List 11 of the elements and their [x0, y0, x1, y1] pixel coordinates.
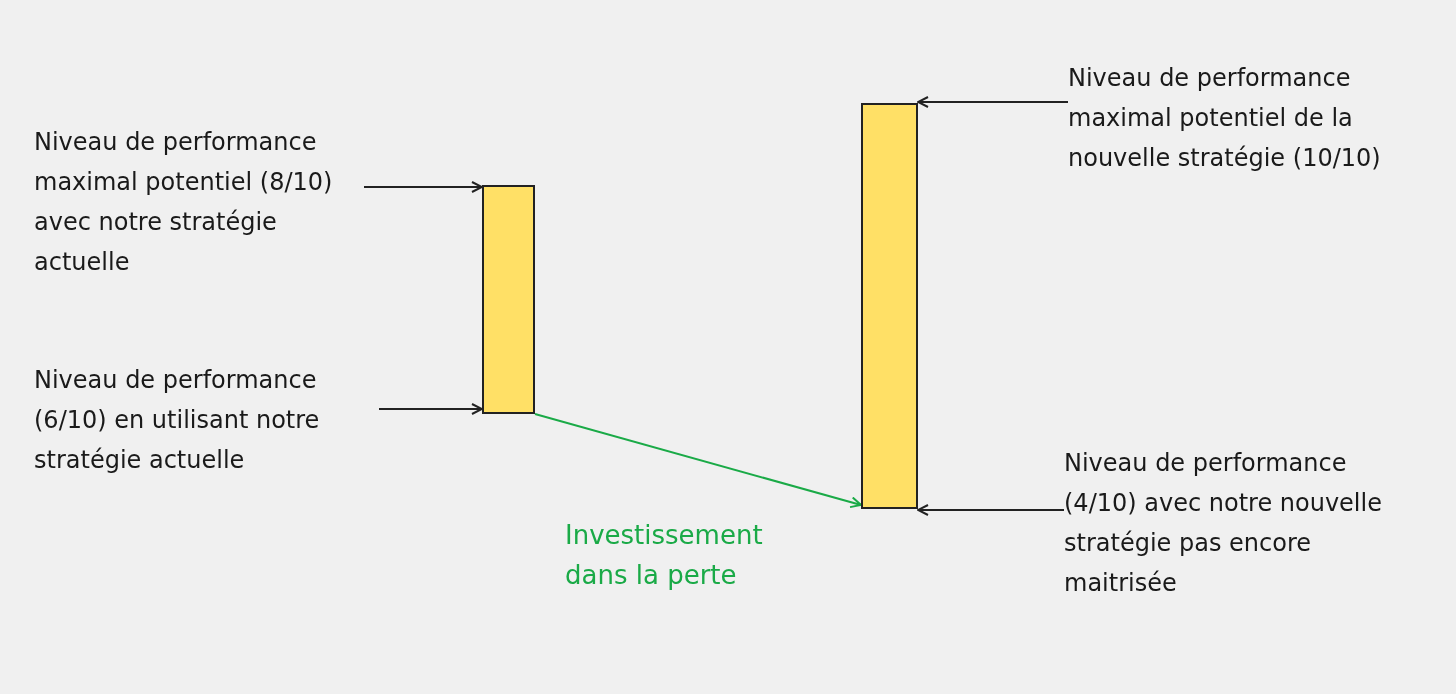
arrow	[917, 504, 1065, 516]
annotation-text: Niveau de performance (6/10) en utilisant notre stratégie actuelle	[34, 360, 379, 480]
annotation-text: Niveau de performance maximal potentiel (8/10) avec notre stratégie actuelle	[34, 122, 364, 282]
arrow	[917, 96, 1069, 108]
arrow	[378, 403, 483, 415]
arrow	[534, 413, 862, 509]
arrow	[363, 181, 483, 193]
annotation-text: Niveau de performance maximal potentiel de la nouvelle stratégie (10/10)	[1068, 58, 1453, 178]
performance-bar-rect	[482, 185, 535, 414]
performance-bar-rect	[861, 103, 918, 509]
annotation-text: Niveau de performance (4/10) avec notre nouvelle stratégie pas encore maitrisée	[1064, 443, 1409, 603]
